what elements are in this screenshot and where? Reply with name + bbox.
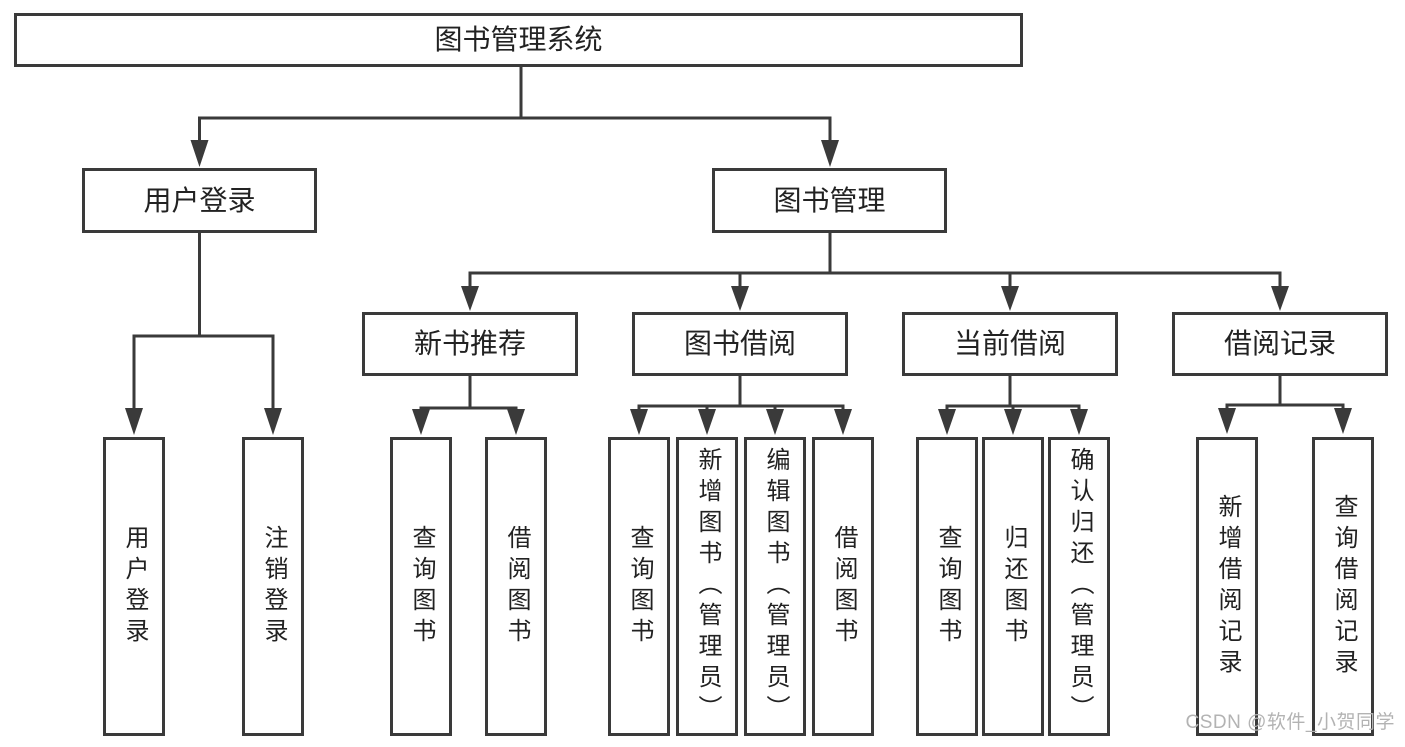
- leaf-user-login: 用户登录: [103, 437, 165, 736]
- leaf-borrow-borrow-books: 借阅图书: [812, 437, 874, 736]
- leaf-borrow-query-books: 查询图书: [608, 437, 670, 736]
- leaf-current-confirm-return-admin: 确认归还（管理员）: [1048, 437, 1110, 736]
- leaf-records-query-record: 查询借阅记录: [1312, 437, 1374, 736]
- node-current-borrow: 当前借阅: [902, 312, 1118, 376]
- node-book-borrow: 图书借阅: [632, 312, 848, 376]
- leaf-records-add-record: 新增借阅记录: [1196, 437, 1258, 736]
- node-new-book-recommend: 新书推荐: [362, 312, 578, 376]
- leaf-current-return-books: 归还图书: [982, 437, 1044, 736]
- leaf-borrow-edit-books-admin: 编辑图书（管理员）: [744, 437, 806, 736]
- csdn-watermark: CSDN @软件_小贺同学: [1185, 712, 1395, 733]
- node-book-management: 图书管理: [712, 168, 947, 233]
- node-user-login: 用户登录: [82, 168, 317, 233]
- leaf-current-query-books: 查询图书: [916, 437, 978, 736]
- leaf-newbook-borrow-books: 借阅图书: [485, 437, 547, 736]
- leaf-logout: 注销登录: [242, 437, 304, 736]
- node-root: 图书管理系统: [14, 13, 1023, 67]
- node-borrow-records: 借阅记录: [1172, 312, 1388, 376]
- leaf-newbook-query-books: 查询图书: [390, 437, 452, 736]
- leaf-borrow-add-books-admin: 新增图书（管理员）: [676, 437, 738, 736]
